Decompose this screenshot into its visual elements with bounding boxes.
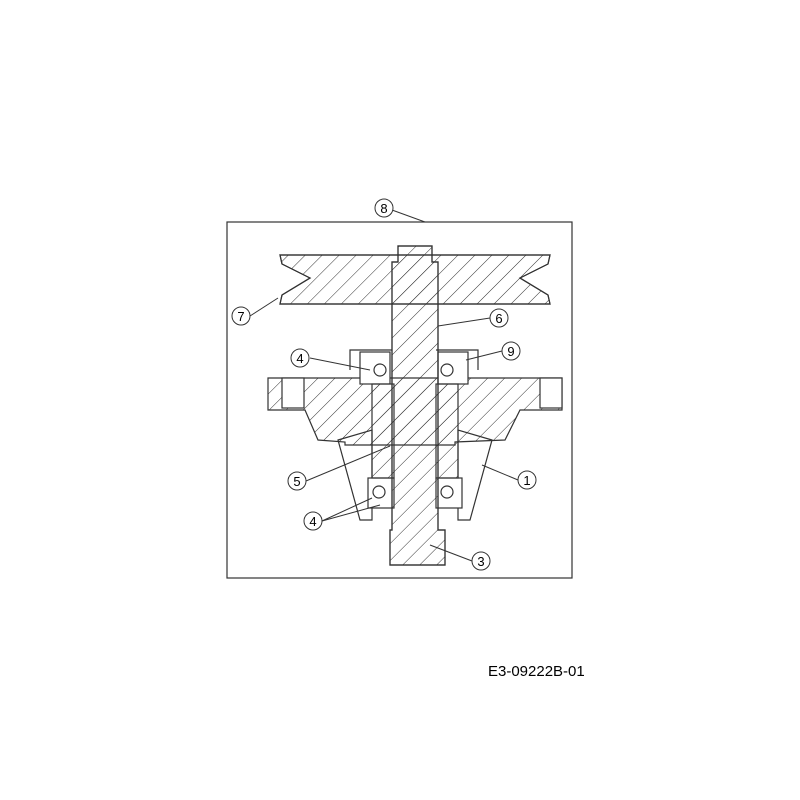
assembly-frame (226, 221, 573, 579)
upper-bearings (349, 349, 479, 385)
svg-text:7: 7 (237, 309, 244, 324)
spindle-shaft (389, 245, 446, 566)
svg-text:4: 4 (296, 351, 303, 366)
spacer (371, 383, 459, 479)
svg-text:6: 6 (495, 311, 502, 326)
callout-8: 8 (374, 198, 394, 218)
leader-lines (249, 209, 519, 562)
svg-text:4: 4 (309, 514, 316, 529)
callout-7: 7 (231, 306, 251, 326)
callout-1: 1 (517, 470, 537, 490)
lower-bearings (367, 477, 463, 509)
callout-4-lower: 4 (303, 511, 323, 531)
svg-text:3: 3 (477, 554, 484, 569)
drawing-code: E3-09222B-01 (488, 663, 585, 680)
callout-6: 6 (489, 308, 509, 328)
callout-3: 3 (471, 551, 491, 571)
callout-5: 5 (287, 471, 307, 491)
svg-text:1: 1 (523, 473, 530, 488)
callout-4-upper: 4 (290, 348, 310, 368)
svg-text:8: 8 (380, 201, 387, 216)
svg-text:9: 9 (507, 344, 514, 359)
callout-9: 9 (501, 341, 521, 361)
svg-text:5: 5 (293, 474, 300, 489)
